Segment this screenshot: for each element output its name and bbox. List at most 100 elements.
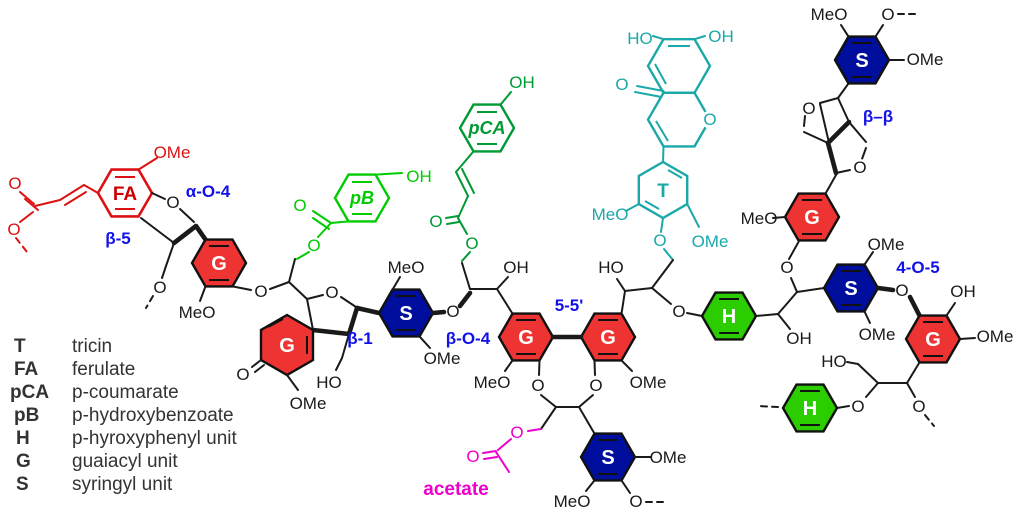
atom-label-O: O xyxy=(589,376,602,395)
unit-label-G: G xyxy=(925,329,941,351)
unit-label-G: G xyxy=(211,253,227,275)
legend-desc: tricin xyxy=(72,336,112,357)
linkage-label-beta-1: β-1 xyxy=(347,329,373,348)
atom-label-MeO: MeO xyxy=(179,303,216,322)
linkage-label-alpha-O-4: α-O-4 xyxy=(186,182,231,201)
atom-label-O: O xyxy=(912,397,925,416)
atom-label-OH: OH xyxy=(503,258,529,277)
atom-label-OMe: OMe xyxy=(977,327,1014,346)
atom-label-OMe: OMe xyxy=(692,232,729,251)
atom-label-O: O xyxy=(615,75,628,94)
atom-label-OH: OH xyxy=(509,73,535,92)
p-coumarate-group: OH O O pCA xyxy=(429,73,535,290)
atom-label-MeO: MeO xyxy=(474,373,511,392)
atom-label-HO: HO xyxy=(627,29,653,48)
unit-label-G: G xyxy=(600,327,616,349)
unit-label-S: S xyxy=(601,447,614,469)
atom-label-O: O xyxy=(307,236,320,255)
beta-1-spiro-group: O HO β-1 G O OMe xyxy=(236,258,382,413)
unit-label-S: S xyxy=(855,50,868,72)
atom-label-O: O xyxy=(429,212,442,231)
unit-label-T: T xyxy=(657,181,669,202)
four-O-five-group: S OMe OMe O 4-O-5 G OH OMe xyxy=(822,235,1014,364)
atom-label-O: O xyxy=(166,193,179,212)
guaiacyl-1-group: G MeO O xyxy=(179,238,290,322)
atom-label-OMe: OMe xyxy=(868,235,905,254)
linkage-label-beta-beta: β–β xyxy=(863,107,893,126)
atom-label-O: O xyxy=(853,158,866,177)
bottom-right-chain-group: O HO O H xyxy=(757,352,935,433)
linkage-label-4-O-5: 4-O-5 xyxy=(896,258,939,277)
unit-label-FA: FA xyxy=(113,184,138,205)
ferulate-group: OMe O O O O FA α-O-4 β-5 xyxy=(7,143,231,309)
unit-label-S: S xyxy=(844,278,857,300)
atom-label-OMe: OMe xyxy=(424,349,461,368)
unit-label-S: S xyxy=(399,303,412,325)
atom-label-MeO: MeO xyxy=(592,205,629,224)
p-hydroxybenzoate-group: OH O O pB xyxy=(293,167,432,260)
atom-label-OH: OH xyxy=(708,27,734,46)
ring-hydroxyphenyl xyxy=(700,291,758,341)
legend-desc: p-coumarate xyxy=(72,382,179,403)
legend-key: T xyxy=(14,336,26,357)
atom-label-O: O xyxy=(7,220,20,239)
atom-label-OH: OH xyxy=(950,282,976,301)
unit-label-pB: pB xyxy=(349,188,374,208)
syringyl-4-group: S OMe MeO O xyxy=(554,432,687,511)
atom-label-O: O xyxy=(153,278,166,297)
legend-desc: syringyl unit xyxy=(72,474,173,495)
atom-label-O: O xyxy=(881,5,894,24)
legend-desc: p-hyroxyphenyl unit xyxy=(72,428,237,449)
central-chain-group: HO O xyxy=(598,258,703,321)
unit-label-H: H xyxy=(803,398,817,420)
atom-label-HO: HO xyxy=(821,352,847,371)
legend: T tricin FA ferulate pCA p-coumarate pB … xyxy=(10,336,237,495)
atom-label-O: O xyxy=(703,110,716,129)
legend-key: S xyxy=(16,474,29,495)
atom-label-O: O xyxy=(293,196,306,215)
atom-label-O: O xyxy=(254,282,267,301)
legend-key: H xyxy=(16,428,30,449)
atom-label-O: O xyxy=(531,376,544,395)
atom-label-O: O xyxy=(466,447,479,466)
atom-label-O: O xyxy=(446,302,459,321)
atom-label-O: O xyxy=(653,231,666,250)
atom-label-O: O xyxy=(236,365,249,384)
atom-label-OMe: OMe xyxy=(907,50,944,69)
atom-label-O: O xyxy=(851,397,864,416)
legend-key: FA xyxy=(14,359,39,380)
unit-label-pCA: pCA xyxy=(468,118,506,138)
legend-desc: p-hydroxybenzoate xyxy=(72,405,234,426)
legend-key: G xyxy=(16,451,31,472)
legend-desc: guaiacyl unit xyxy=(72,451,178,472)
legend-key: pB xyxy=(14,405,39,426)
linkage-label-beta-5: β-5 xyxy=(105,229,131,248)
atom-label-O: O xyxy=(672,302,685,321)
ring-ferulate xyxy=(96,168,154,218)
atom-label-OH: OH xyxy=(406,167,432,186)
atom-label-OMe: OMe xyxy=(650,448,687,467)
atom-label-MeO: MeO xyxy=(811,5,848,24)
atom-label-O: O xyxy=(8,174,21,193)
linkage-label-beta-O-4: β-O-4 xyxy=(446,329,491,348)
atom-label-OMe: OMe xyxy=(859,325,896,344)
unit-label-G: G xyxy=(279,335,295,357)
atom-label-O: O xyxy=(510,423,523,442)
acetate-label: acetate xyxy=(423,479,489,500)
linkage-label-5-5: 5-5' xyxy=(555,296,584,315)
ring-hydroxyphenyl xyxy=(781,383,839,433)
atom-label-MeO: MeO xyxy=(741,209,778,228)
atom-label-O: O xyxy=(802,99,815,118)
atom-label-OH: OH xyxy=(786,329,812,348)
five-five-dibenzodioxocin-group: G G 5-5' MeO O O OMe xyxy=(474,296,666,435)
atom-label-O: O xyxy=(895,281,908,300)
atom-label-MeO: MeO xyxy=(388,258,425,277)
atom-label-O: O xyxy=(629,492,642,511)
beta-beta-group: G MeO O O β–β S MeO O OMe xyxy=(741,5,944,242)
beta-O-4-chain-group: OH xyxy=(469,258,529,315)
syringyl-1-group: S MeO OMe O β-O-4 xyxy=(377,258,491,368)
atom-label-O: O xyxy=(780,258,793,277)
